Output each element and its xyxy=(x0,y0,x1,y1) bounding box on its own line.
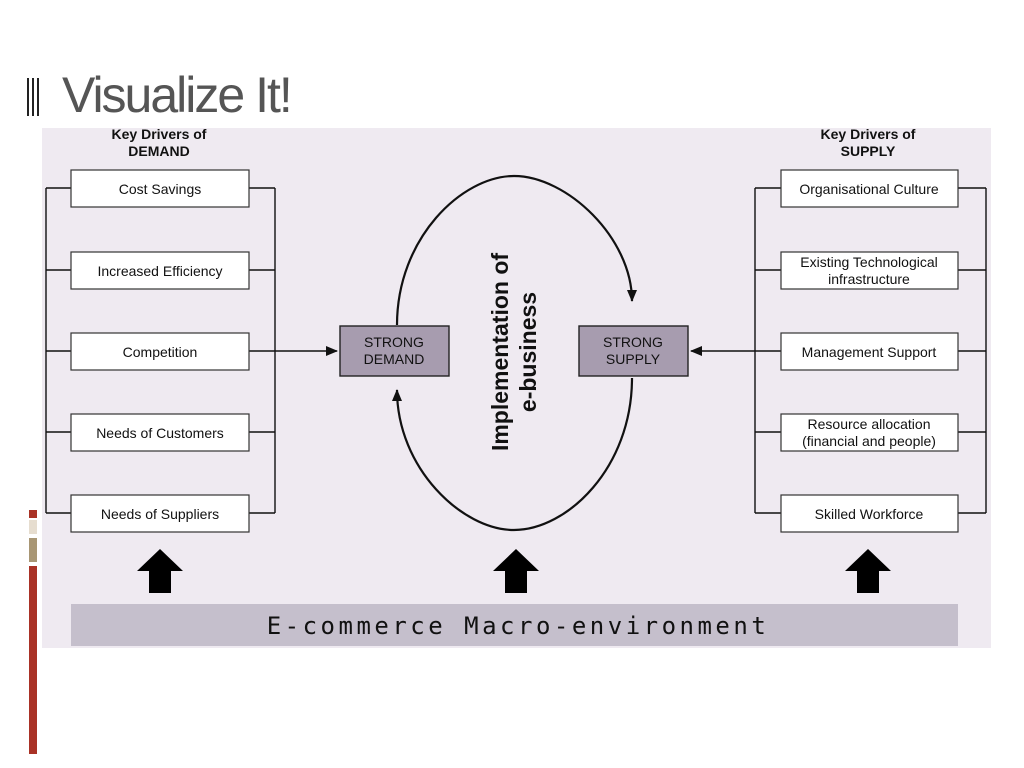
accent-bar-red xyxy=(29,566,37,754)
demand-label-needs-of-suppliers: Needs of Suppliers xyxy=(101,506,219,522)
cycle-arc-bottom xyxy=(392,377,634,532)
strong-supply-line1: STRONG xyxy=(603,334,663,350)
demand-bracket xyxy=(45,187,276,514)
up-arrow-center-icon xyxy=(493,549,539,593)
supply-heading-line2: SUPPLY xyxy=(841,143,896,159)
strong-demand-line2: DEMAND xyxy=(364,351,425,367)
strong-demand-line1: STRONG xyxy=(364,334,424,350)
supply-box-management-support: Management Support xyxy=(780,332,959,371)
page-title: Visualize It! xyxy=(62,67,293,123)
demand-heading-line2: DEMAND xyxy=(128,143,189,159)
title-bullet-icon xyxy=(27,78,41,116)
supply-box-skilled-workforce: Skilled Workforce xyxy=(780,494,959,533)
e-business-diagram: Key Drivers of DEMAND Cost Savings Incre… xyxy=(45,128,987,646)
macro-environment-band xyxy=(71,604,958,646)
up-arrow-right-icon xyxy=(845,549,891,593)
macro-environment-label: E-commerce Macro-environment xyxy=(267,612,770,640)
accent-bar-red-small xyxy=(29,510,37,518)
demand-box-needs-of-customers: Needs of Customers xyxy=(70,413,250,452)
supply-heading-line1: Key Drivers of xyxy=(821,128,916,142)
cycle-label-line2: e-business xyxy=(515,292,541,412)
demand-box-cost-savings: Cost Savings xyxy=(70,169,250,208)
demand-label-cost-savings: Cost Savings xyxy=(119,181,201,197)
accent-bar-light xyxy=(29,520,37,534)
demand-box-increased-efficiency: Increased Efficiency xyxy=(70,251,250,290)
supply-box-organisational-culture: Organisational Culture xyxy=(780,169,959,208)
cycle-label: Implementation of e-business xyxy=(487,253,541,451)
supply-label-resource-line1: Resource allocation xyxy=(808,416,931,432)
strong-supply-box: STRONG SUPPLY xyxy=(578,325,689,377)
demand-label-needs-of-customers: Needs of Customers xyxy=(96,425,224,441)
demand-box-needs-of-suppliers: Needs of Suppliers xyxy=(70,494,250,533)
supply-label-skilled-workforce: Skilled Workforce xyxy=(815,506,924,522)
supply-label-technological-line2: infrastructure xyxy=(828,271,910,287)
supply-label-organisational-culture: Organisational Culture xyxy=(799,181,939,197)
diagram-panel: Key Drivers of DEMAND Cost Savings Incre… xyxy=(42,128,991,648)
cycle-label-line1: Implementation of xyxy=(487,253,513,451)
demand-label-increased-efficiency: Increased Efficiency xyxy=(97,263,222,279)
supply-label-technological-line1: Existing Technological xyxy=(800,254,938,270)
supply-box-resource-allocation: Resource allocation (financial and peopl… xyxy=(780,413,959,452)
demand-heading-line1: Key Drivers of xyxy=(112,128,207,142)
strong-demand-box: STRONG DEMAND xyxy=(339,325,450,377)
up-arrow-left-icon xyxy=(137,549,183,593)
demand-label-competition: Competition xyxy=(123,344,198,360)
cycle-arc-top xyxy=(395,174,637,326)
strong-supply-line2: SUPPLY xyxy=(606,351,661,367)
demand-box-competition: Competition xyxy=(70,332,250,371)
supply-label-resource-line2: (financial and people) xyxy=(802,433,936,449)
supply-label-management-support: Management Support xyxy=(802,344,937,360)
supply-bracket xyxy=(754,187,987,514)
supply-box-existing-technological-infrastructure: Existing Technological infrastructure xyxy=(780,251,959,290)
accent-bar-tan xyxy=(29,538,37,562)
